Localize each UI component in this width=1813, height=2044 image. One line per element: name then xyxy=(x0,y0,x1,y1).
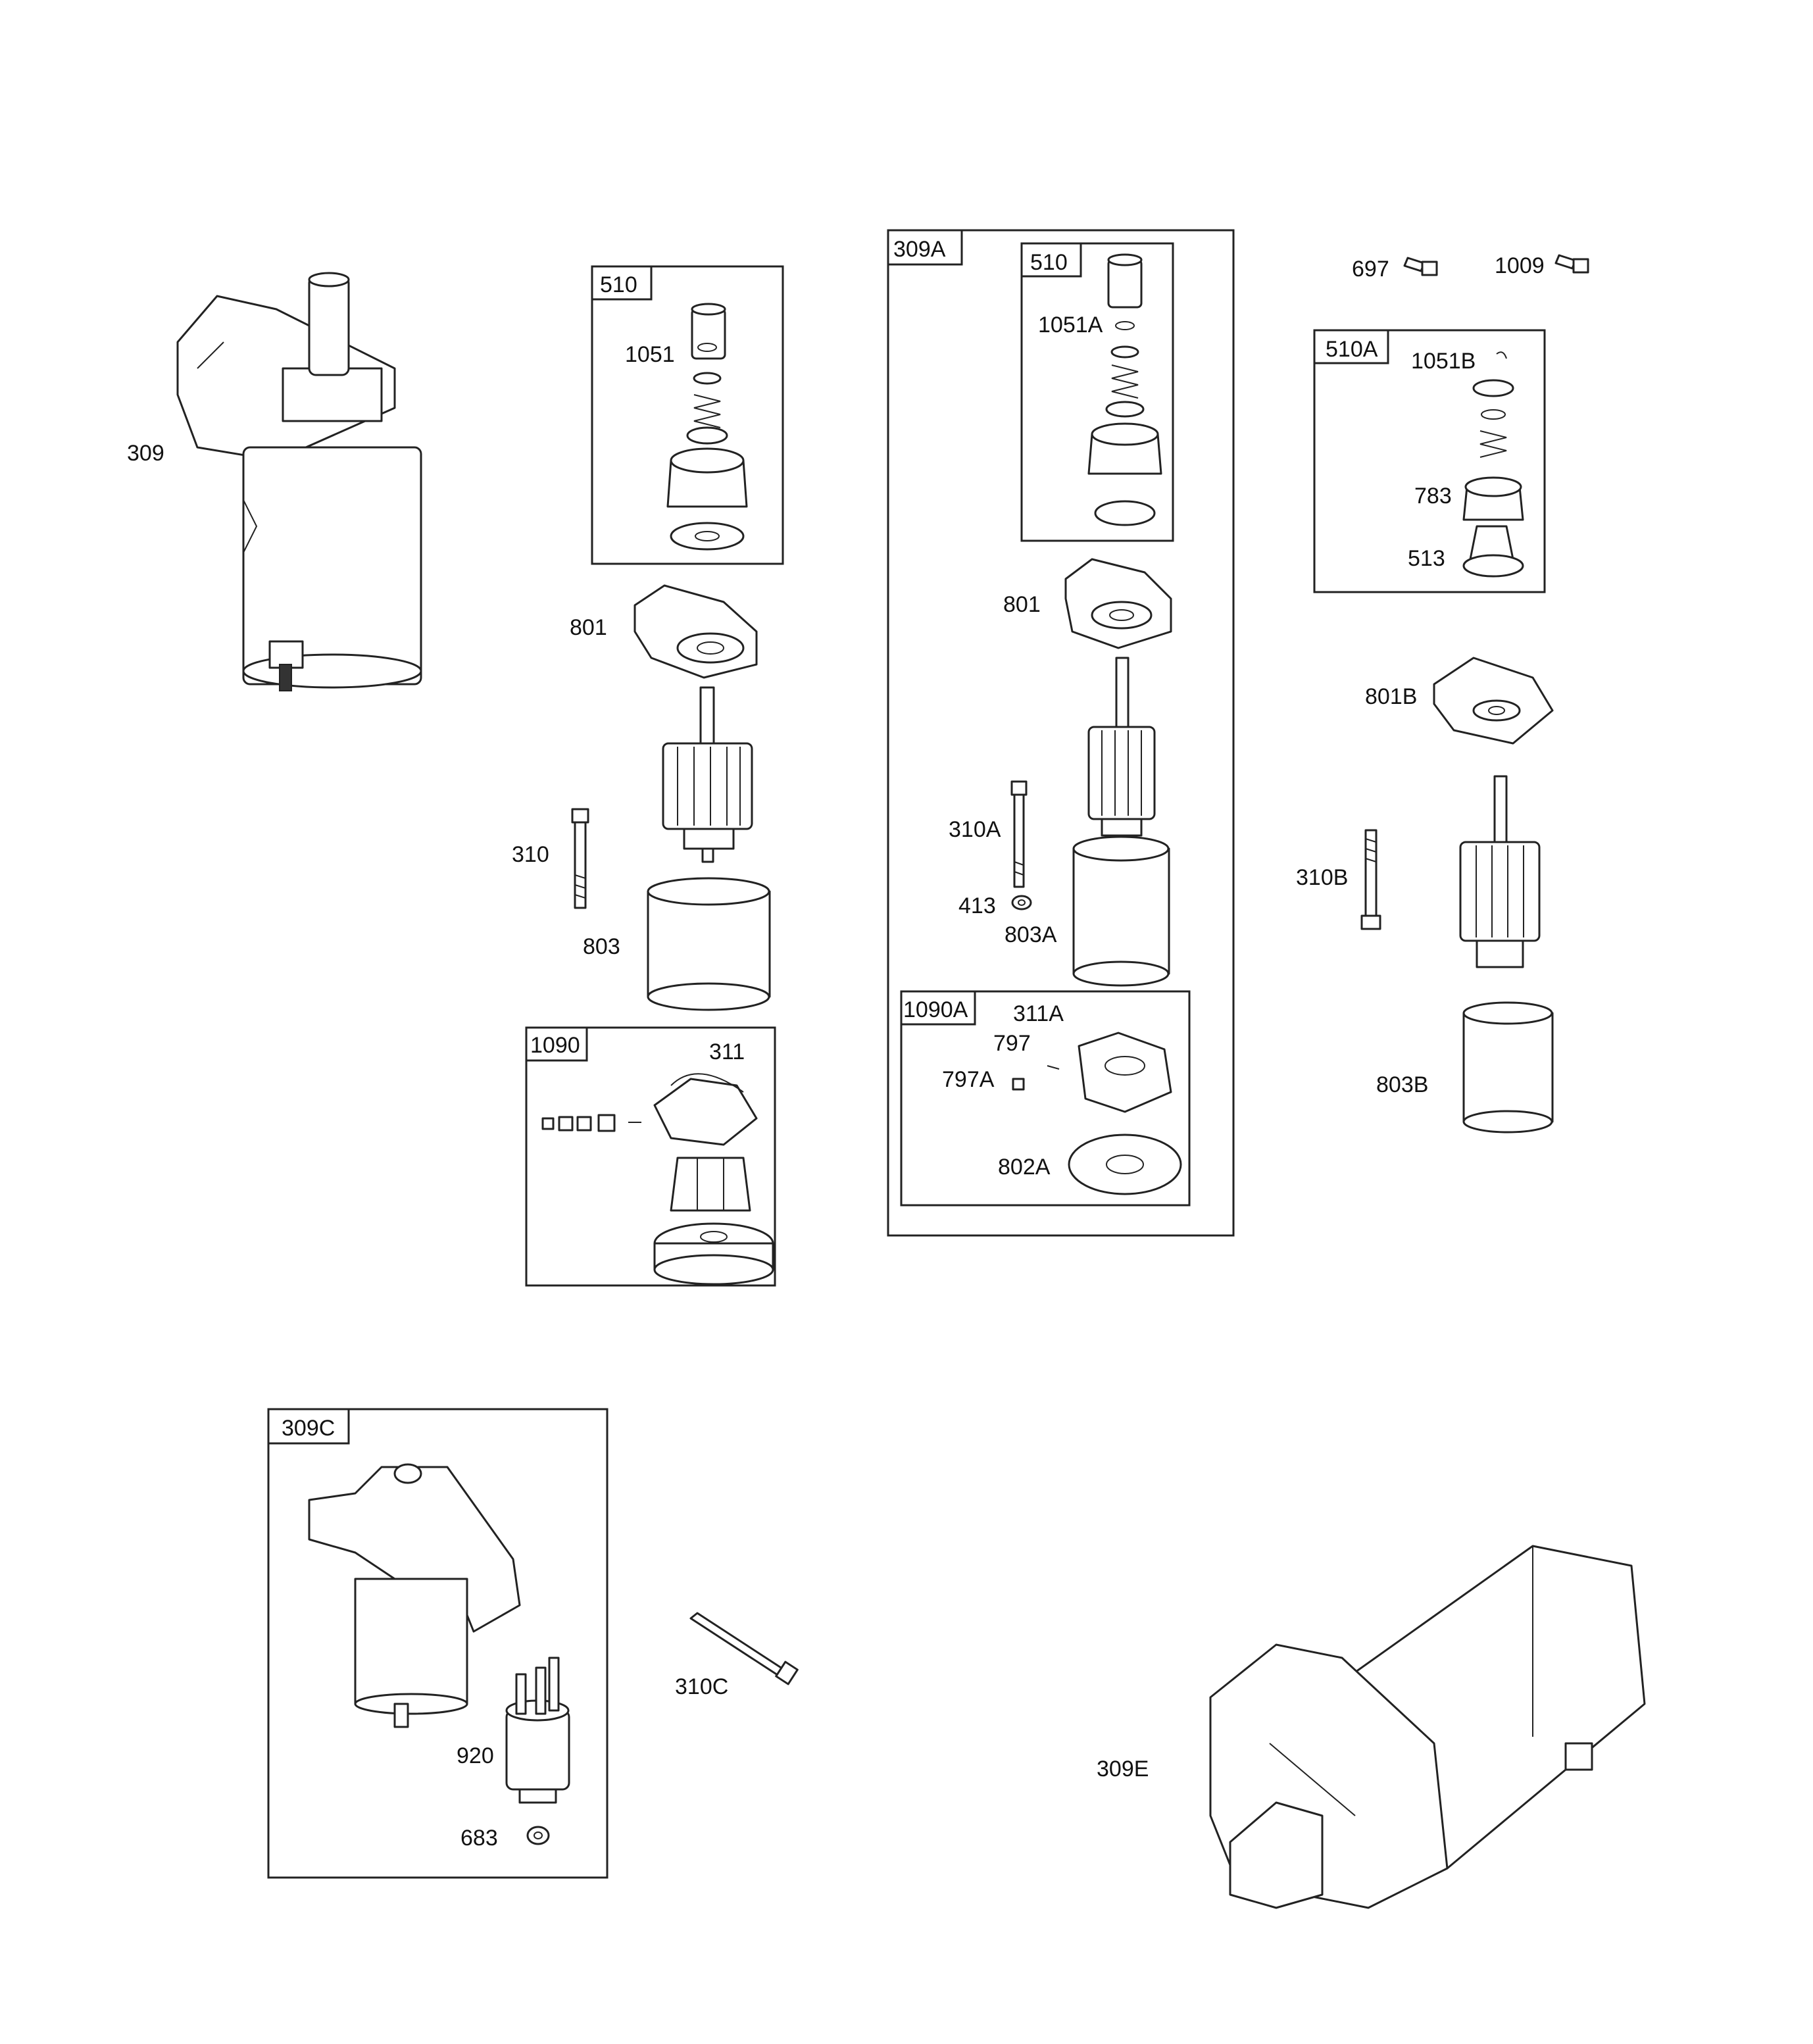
label-683: 683 xyxy=(460,1826,498,1851)
bolt-310B-illustration xyxy=(1360,829,1381,930)
group-box-309A xyxy=(887,229,1235,1237)
group-box-1090 xyxy=(525,1026,776,1287)
label-801: 801 xyxy=(570,615,607,640)
group-tag-309C xyxy=(267,1408,350,1445)
label-797: 797 xyxy=(993,1031,1031,1056)
group-tag-510A xyxy=(1313,329,1389,364)
bolt-310A-illustration xyxy=(1010,780,1028,888)
group-box-510-nested xyxy=(1020,242,1174,542)
drive-assembly-510-illustration xyxy=(666,303,748,551)
brush-assembly-1090-illustration xyxy=(541,1073,774,1285)
group-tag-1090 xyxy=(525,1026,588,1062)
tag-510: 510 xyxy=(600,272,637,297)
solenoid-920-illustration xyxy=(505,1657,570,1804)
drive-assembly-510-nested-illustration xyxy=(1087,253,1162,526)
armature-illustration xyxy=(662,686,753,863)
label-310: 310 xyxy=(512,842,549,867)
brush-assembly-1090A-illustration xyxy=(1012,1032,1182,1195)
label-311A: 311A xyxy=(1013,1001,1064,1026)
group-tag-510 xyxy=(591,265,653,301)
label-1051A: 1051A xyxy=(1038,312,1103,337)
label-413: 413 xyxy=(958,893,996,918)
tag-309C: 309C xyxy=(282,1416,335,1441)
group-tag-309A xyxy=(887,229,963,266)
housing-803A-illustration xyxy=(1072,835,1170,987)
label-803B: 803B xyxy=(1376,1072,1428,1097)
group-tag-1090A xyxy=(900,990,976,1026)
label-310C: 310C xyxy=(675,1674,728,1699)
label-1051B: 1051B xyxy=(1411,349,1476,374)
group-box-510A xyxy=(1313,329,1546,593)
starter-309-illustration xyxy=(176,272,422,691)
starter-309E-illustration xyxy=(1209,1545,1646,1909)
end-cap-801-nested-illustration xyxy=(1064,558,1172,649)
nut-683-illustration xyxy=(526,1826,550,1845)
screw-697-illustration xyxy=(1403,257,1438,276)
label-1009: 1009 xyxy=(1495,253,1545,278)
label-803: 803 xyxy=(583,934,620,959)
label-309E: 309E xyxy=(1097,1757,1149,1782)
label-697: 697 xyxy=(1352,257,1389,282)
label-309: 309 xyxy=(127,441,164,466)
bolt-310-illustration xyxy=(571,808,589,909)
label-783: 783 xyxy=(1414,484,1452,509)
label-802A: 802A xyxy=(998,1155,1051,1180)
label-311: 311 xyxy=(709,1039,745,1064)
screw-1009-illustration xyxy=(1554,254,1589,274)
label-797A: 797A xyxy=(942,1067,995,1092)
end-cap-801-illustration xyxy=(633,584,758,679)
label-310A: 310A xyxy=(949,817,1001,842)
tag-510-nested: 510 xyxy=(1030,250,1068,275)
tag-1090: 1090 xyxy=(530,1033,580,1058)
label-310B: 310B xyxy=(1296,865,1348,890)
label-801-nested: 801 xyxy=(1003,592,1041,617)
nut-413-illustration xyxy=(1011,895,1032,910)
label-513: 513 xyxy=(1408,546,1445,571)
label-803A: 803A xyxy=(1005,922,1057,947)
armature-B-illustration xyxy=(1459,775,1541,968)
group-tag-510-nested xyxy=(1020,242,1082,278)
group-box-1090A xyxy=(900,990,1191,1207)
housing-803B-illustration xyxy=(1462,1001,1554,1134)
group-box-309C xyxy=(267,1408,608,1879)
end-cap-801B-illustration xyxy=(1433,657,1554,745)
label-801B: 801B xyxy=(1365,684,1417,709)
label-920: 920 xyxy=(457,1743,494,1768)
bolt-310C-illustration xyxy=(689,1612,799,1685)
armature-nested-illustration xyxy=(1087,657,1156,837)
starter-309C-illustration xyxy=(308,1463,521,1728)
housing-803-illustration xyxy=(647,877,771,1011)
tag-510A: 510A xyxy=(1326,337,1378,362)
label-1051: 1051 xyxy=(625,342,675,367)
group-box-510 xyxy=(591,265,784,565)
tag-309A: 309A xyxy=(893,237,946,262)
tag-1090A: 1090A xyxy=(903,997,968,1022)
drive-assembly-510A-illustration xyxy=(1462,351,1524,578)
